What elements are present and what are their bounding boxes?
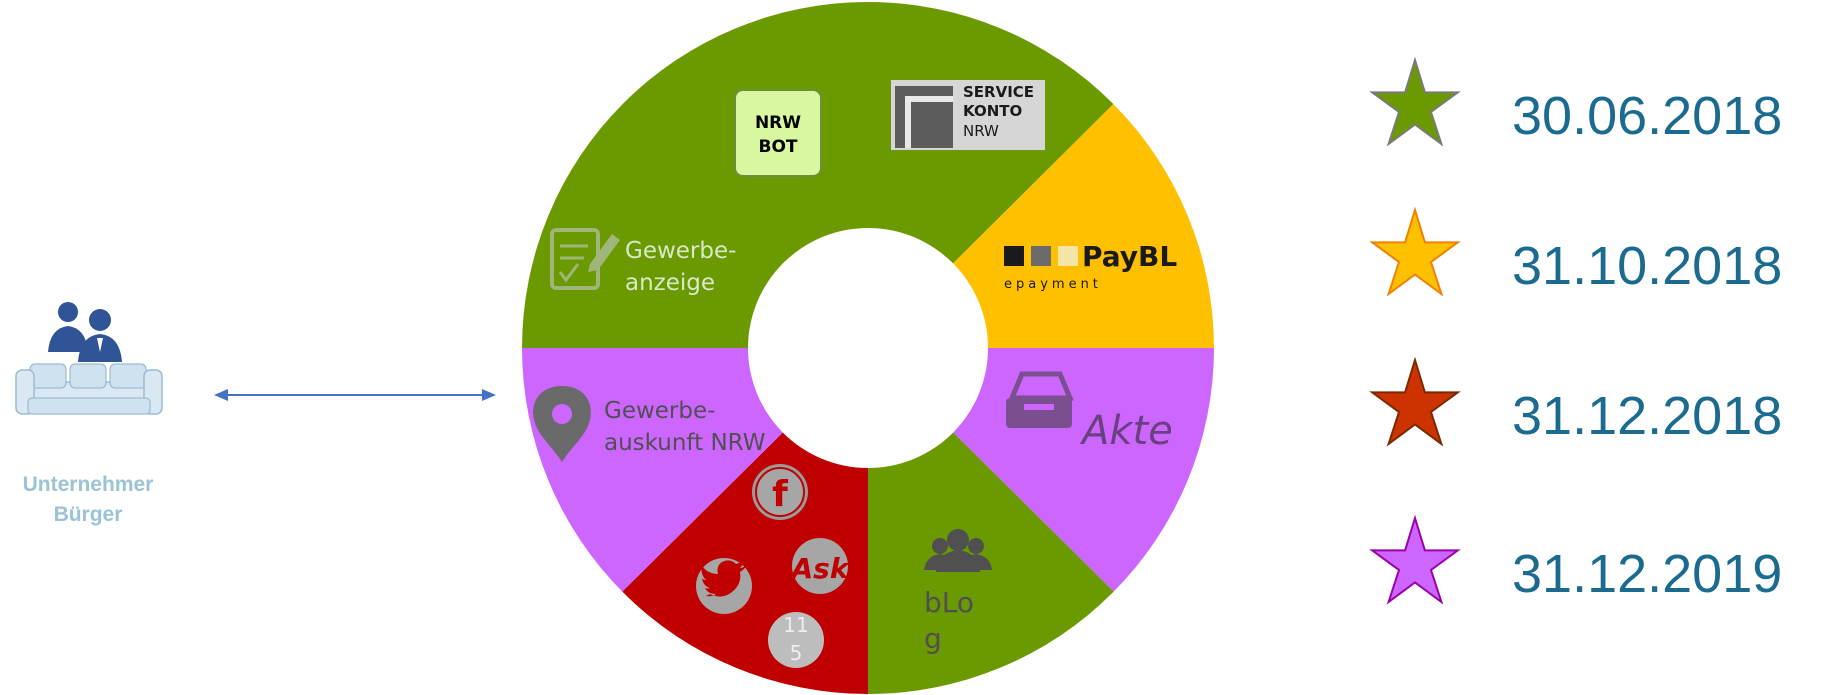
number-line1: 11 <box>783 613 808 637</box>
facebook-icon[interactable]: f <box>752 464 808 520</box>
legend-stars <box>1369 56 1461 605</box>
star-icon-red <box>1369 356 1461 447</box>
legend-date-4: 31.12.2019 <box>1512 544 1783 604</box>
gewerbeanzeige-line1: Gewerbe- <box>625 238 736 264</box>
group-icon <box>924 529 992 572</box>
blog-line1: bLo <box>924 586 974 619</box>
blog-line2: g <box>924 622 942 655</box>
paybl-sub: epayment <box>1004 277 1102 292</box>
legend-date-2: 31.10.2018 <box>1512 236 1783 296</box>
gewerbeanzeige-line2: anzeige <box>625 270 715 296</box>
nrw-bot-badge[interactable]: NRW BOT <box>734 89 822 177</box>
user-caption: Unternehmer Bürger <box>0 470 176 530</box>
legend <box>1360 0 1838 695</box>
twitter-bird-icon[interactable] <box>696 558 752 614</box>
nrw-bot-line1: NRW <box>755 113 801 133</box>
servicekonto-logo[interactable]: SERVICE KONTO NRW <box>891 80 1045 150</box>
user-group <box>0 290 176 470</box>
wheel-center <box>748 228 988 468</box>
servicekonto-line3: NRW <box>963 122 999 140</box>
legend-date-1: 30.06.2018 <box>1512 86 1783 146</box>
tray-icon <box>1006 371 1074 428</box>
number-line2: 5 <box>790 641 803 665</box>
servicekonto-line2: KONTO <box>963 102 1022 120</box>
star-icon-purple <box>1369 514 1461 605</box>
people-on-sofa-icon <box>15 302 163 415</box>
akte-label: Akte <box>1079 408 1173 454</box>
legend-date-3: 31.12.2018 <box>1512 386 1783 446</box>
service-wheel: NRW BOT SERVICE KONTO NRW Gewerbe- anzei… <box>522 2 1214 694</box>
star-icon-green <box>1369 56 1461 147</box>
gewerbeauskunft-line2: auskunft NRW <box>604 430 765 456</box>
gewerbeauskunft-line1: Gewerbe- <box>604 398 715 424</box>
facebook-letter: f <box>772 474 788 515</box>
nrw-bot-line2: BOT <box>758 137 797 157</box>
paybl-logo[interactable]: PayBL epayment <box>1004 240 1177 292</box>
ask-label: Ask <box>790 552 851 585</box>
bidirectional-arrow <box>214 389 496 401</box>
user-caption-line2: Bürger <box>53 503 123 526</box>
form-edit-icon <box>550 228 620 290</box>
number-115-icon[interactable]: 11 5 <box>768 612 824 668</box>
ask-icon[interactable]: Ask <box>790 538 851 594</box>
servicekonto-line1: SERVICE <box>963 83 1034 101</box>
map-pin-icon <box>533 386 591 462</box>
star-icon-yellow <box>1369 206 1461 297</box>
user-caption-line1: Unternehmer <box>22 473 154 496</box>
paybl-brand: PayBL <box>1082 240 1177 273</box>
